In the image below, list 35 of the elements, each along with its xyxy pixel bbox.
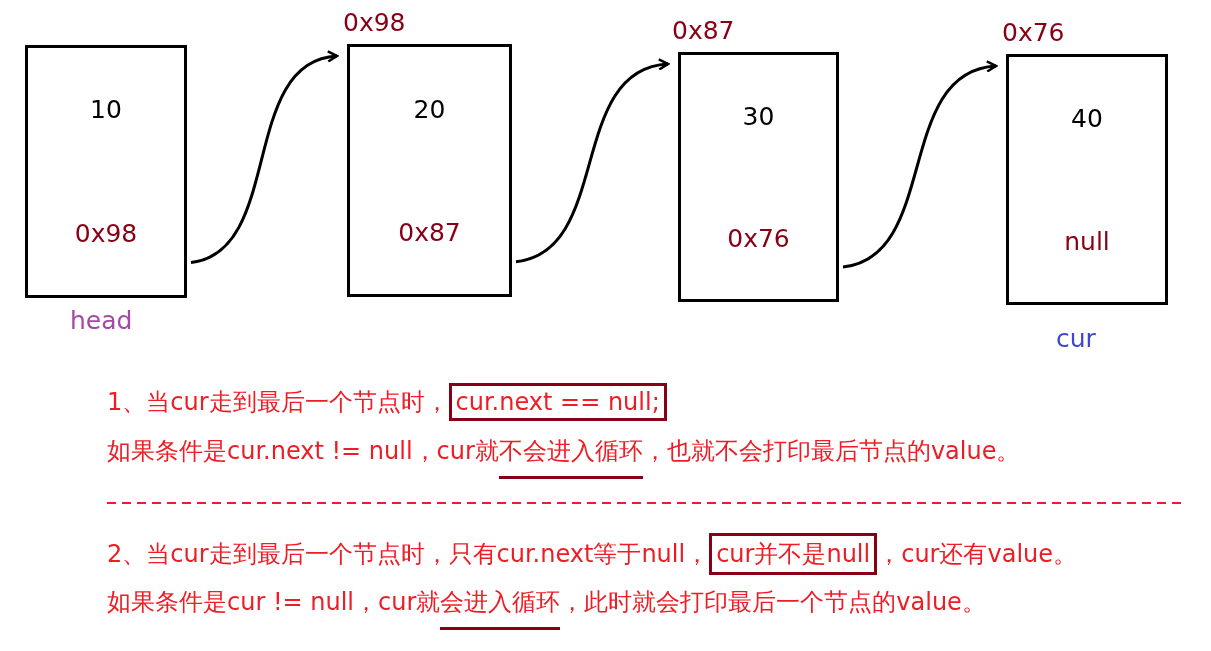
next-pointer-cell xyxy=(25,171,187,298)
address-text: null xyxy=(1064,226,1110,256)
underlined-text: 会进入循环 xyxy=(440,586,561,630)
note-text: ，此时就会打印最后一个节点的value。 xyxy=(560,587,986,618)
note-text: 1、当cur走到最后一个节点时， xyxy=(107,387,449,418)
arrow xyxy=(842,61,998,269)
note-text: ，也就不会打印最后节点的value。 xyxy=(642,436,1021,467)
arrow xyxy=(190,51,339,264)
note-text: 2、当cur走到最后一个节点时，只有cur.next等于null， xyxy=(107,539,710,570)
highlight-box: cur.next == null; xyxy=(448,383,667,421)
next-pointer-cell xyxy=(678,177,839,302)
underlined-text: 不会进入循环 xyxy=(498,435,643,479)
address-label: 0x76 xyxy=(1002,18,1065,47)
pointer-label: head xyxy=(70,306,133,335)
value-text: 40 xyxy=(1071,104,1103,133)
next-pointer-cell xyxy=(347,171,512,297)
note-text: ，cur还有value。 xyxy=(877,539,1078,570)
note-text: 如果条件是cur.next != null，cur就 xyxy=(107,436,499,467)
value-text: 30 xyxy=(742,101,775,131)
arrow xyxy=(515,59,670,264)
highlight-box: cur并不是null xyxy=(709,533,878,575)
value-cell xyxy=(678,52,839,180)
value-cell xyxy=(25,45,187,174)
value-text: 10 xyxy=(90,95,122,124)
address-text: 0x98 xyxy=(74,218,138,248)
address-text: 0x76 xyxy=(727,223,790,253)
pointer-label: cur xyxy=(1056,324,1096,353)
address-label: 0x98 xyxy=(343,8,406,37)
next-pointer-cell xyxy=(1006,180,1168,305)
address-text: 0x87 xyxy=(398,218,461,247)
value-cell xyxy=(1006,54,1168,183)
value-text: 20 xyxy=(413,94,446,124)
address-label: 0x87 xyxy=(672,16,735,45)
value-cell xyxy=(347,44,512,174)
note-text: 如果条件是cur != null，cur就 xyxy=(107,587,441,618)
